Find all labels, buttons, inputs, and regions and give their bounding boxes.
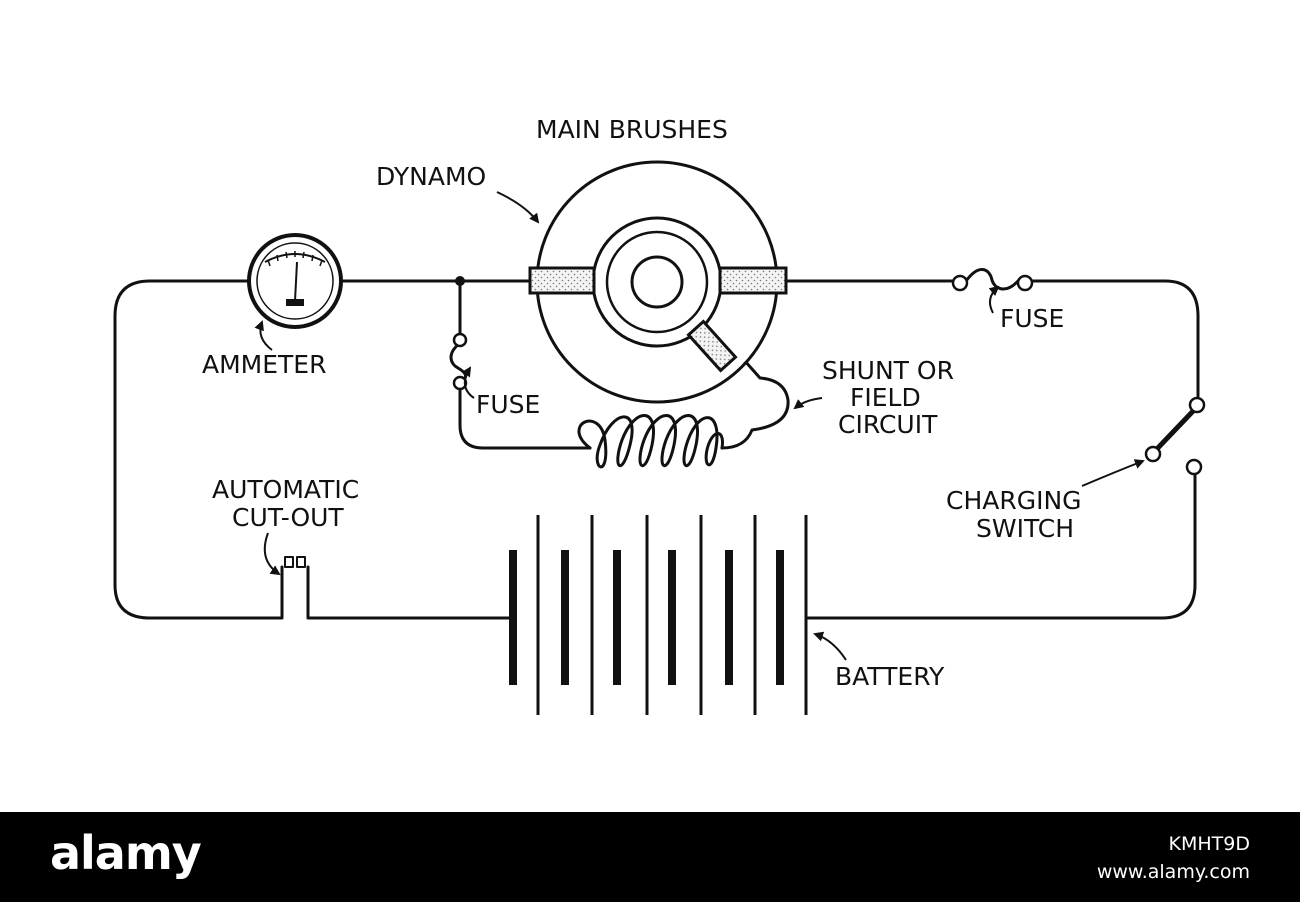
dynamo-icon	[528, 160, 788, 404]
charging-switch-terminal-top	[1188, 396, 1206, 414]
arrow-cutout	[263, 532, 281, 576]
battery-icon	[509, 515, 808, 715]
arrow-charging	[1081, 459, 1145, 487]
arrow-fuse-left	[461, 366, 475, 399]
label-shunt-line3: CIRCUIT	[838, 410, 938, 439]
main-brush-left	[528, 266, 596, 295]
label-battery: BATTERY	[835, 662, 945, 691]
arrow-battery	[813, 631, 847, 661]
label-shunt-line2: FIELD	[850, 383, 921, 412]
main-brush-right	[718, 266, 788, 295]
arrow-fuse-right	[988, 285, 1000, 314]
wire-shunt-return	[458, 383, 592, 450]
fuse-left-link	[449, 341, 468, 382]
label-cutout-line2: CUT-OUT	[232, 503, 344, 532]
wire-fuse-to-switch	[1024, 279, 1200, 398]
arrow-shunt	[793, 397, 823, 410]
circuit-diagram: MAIN BRUSHES DYNAMO AMMETER FUSE FUSE SH…	[113, 115, 1206, 715]
wire-left-loop	[113, 279, 284, 620]
label-charging-line1: CHARGING	[946, 486, 1082, 515]
cutout-contact-left	[284, 556, 294, 568]
field-brush	[686, 319, 738, 373]
image-id: KMHT9D	[1168, 833, 1250, 855]
ammeter-icon	[247, 233, 343, 329]
cutout-contact-right	[296, 556, 306, 568]
fuse-right-link	[964, 268, 1020, 291]
label-main-brushes: MAIN BRUSHES	[536, 115, 728, 144]
charging-switch-terminal-pivot	[1144, 445, 1162, 463]
watermark-bar: alamy KMHT9D www.alamy.com	[0, 812, 1300, 902]
arrow-dynamo	[496, 191, 540, 224]
fuse-left-terminal-top	[452, 332, 468, 348]
label-fuse-right: FUSE	[1000, 304, 1064, 333]
label-charging-line2: SWITCH	[976, 514, 1074, 543]
wire-switch-to-battery	[806, 465, 1197, 620]
wire-cutout-to-battery	[306, 565, 512, 620]
field-coil	[577, 414, 725, 469]
label-fuse-left: FUSE	[476, 390, 540, 419]
label-cutout-line1: AUTOMATIC	[212, 475, 359, 504]
arrow-ammeter	[254, 320, 273, 351]
image-id-block: KMHT9D www.alamy.com	[1097, 830, 1250, 886]
junction-dot	[455, 276, 465, 286]
label-shunt-line1: SHUNT OR	[822, 356, 954, 385]
wire-shunt-to-coil-right	[720, 358, 790, 450]
fuse-right-terminal-right	[1016, 274, 1034, 292]
brand-logo: alamy	[50, 826, 202, 880]
fuse-right-terminal-left	[951, 274, 969, 292]
charging-switch-terminal-bottom	[1185, 458, 1203, 476]
charging-switch-blade	[1151, 405, 1199, 455]
fuse-left-terminal-bottom	[452, 375, 468, 391]
label-dynamo: DYNAMO	[376, 162, 486, 191]
label-ammeter: AMMETER	[202, 350, 326, 379]
site-url: www.alamy.com	[1096, 861, 1250, 883]
